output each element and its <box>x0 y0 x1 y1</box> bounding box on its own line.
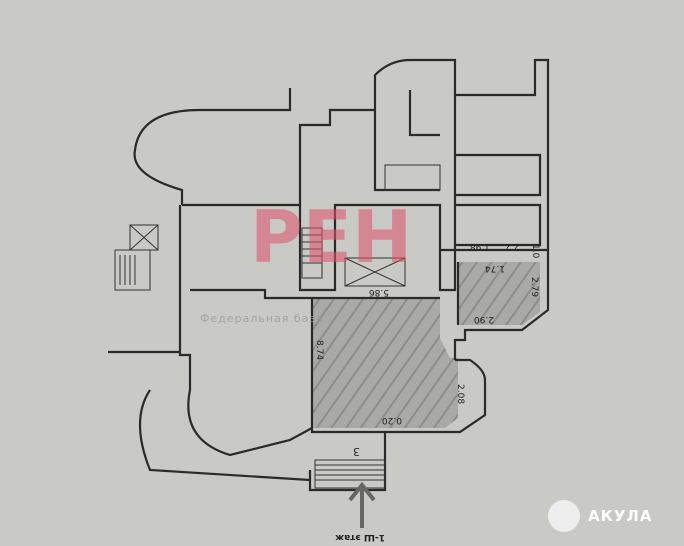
entrance-arrow-icon <box>348 481 376 528</box>
dim-label: 1.98 <box>470 241 490 251</box>
dim-label: 8.74 <box>314 340 324 360</box>
dim-label: 2.08 <box>455 384 465 404</box>
highlighted-side-room <box>458 262 540 325</box>
akula-logo: АКУЛА <box>548 500 653 532</box>
logo-text: АКУЛА <box>588 507 653 525</box>
dim-label: 0.20 <box>382 415 402 425</box>
stairs <box>114 164 441 489</box>
watermark-text: РЕН <box>250 195 412 279</box>
dimension-labels: 5.86 8.74 2.90 2.79 1.74 2.08 0.20 1.98 … <box>314 241 540 542</box>
dim-label: 1.0 <box>530 244 540 259</box>
entrance-number: 3 <box>353 445 360 458</box>
walls <box>108 58 550 492</box>
dim-label: 2.79 <box>529 277 539 297</box>
dim-label: 2.90 <box>474 314 494 324</box>
dim-label: 2.2 <box>506 241 520 251</box>
dim-label: 1.74 <box>485 263 505 273</box>
watermark-subtitle: Федеральная база <box>200 312 324 325</box>
floor-label: 1-Ш этаж <box>335 532 385 542</box>
dim-label: 5.86 <box>369 287 389 297</box>
shark-logo-icon <box>548 500 580 532</box>
highlighted-main-room <box>312 298 458 428</box>
